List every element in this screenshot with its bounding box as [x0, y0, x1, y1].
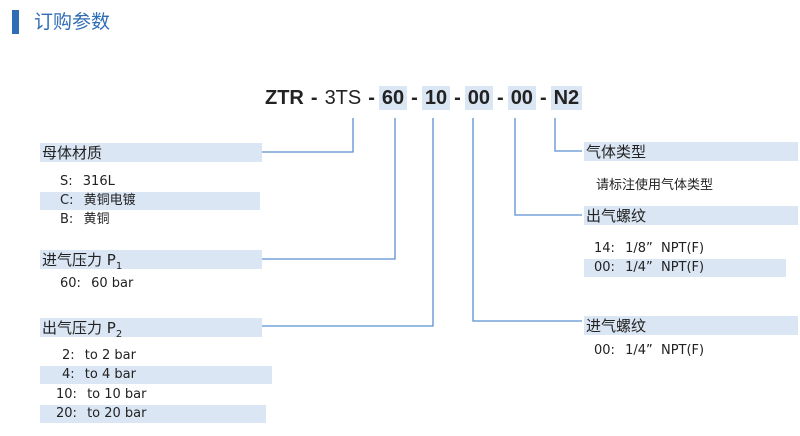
- section-header-outlet-thread: 出气螺纹: [584, 206, 798, 225]
- connector-material: [262, 118, 354, 153]
- option-row: C: 黄铜电镀: [40, 192, 260, 210]
- header-subscript: 2: [115, 329, 123, 340]
- option-code: 4:: [62, 367, 75, 382]
- connector-outlet-pressure: [262, 118, 434, 327]
- model-segment-gas-type: N2: [550, 86, 583, 110]
- header-text: 进气压力 P: [42, 251, 116, 269]
- model-prefix: ZTR: [265, 87, 304, 109]
- page-title: 订购参数: [34, 11, 111, 33]
- option-value: 1/8” NPT(F): [625, 241, 705, 256]
- section-header-inlet-thread: 进气螺纹: [584, 316, 798, 335]
- option-code: 00:: [594, 343, 615, 358]
- section-header-outlet-pressure: 出气压力 P2: [40, 318, 262, 340]
- option-row: 14: 1/8” NPT(F): [584, 240, 786, 258]
- model-segment-outlet-pressure: 10: [421, 86, 451, 110]
- connector-inlet-thread: [472, 118, 582, 322]
- option-value: to 10 bar: [87, 387, 147, 402]
- option-row: 00: 1/4” NPT(F): [584, 259, 786, 277]
- option-row: 2: to 2 bar: [40, 347, 272, 365]
- option-value: 1/4” NPT(F): [625, 260, 705, 275]
- section-header-inlet-pressure: 进气压力 P1: [40, 250, 262, 272]
- option-value: 黄铜电镀: [83, 193, 136, 208]
- model-segment-inlet-pressure: 60: [378, 86, 408, 110]
- option-code: 00:: [594, 260, 615, 275]
- model-separator: -: [368, 86, 375, 109]
- option-value: to 2 bar: [84, 348, 136, 363]
- model-code: ZTR - 3TS - 60 - 10 - 00 - 00 - N2: [265, 84, 583, 112]
- header-text: 出气压力 P: [42, 319, 116, 337]
- model-segment-series: 3TS: [324, 87, 362, 109]
- option-value: 60 bar: [91, 276, 134, 291]
- option-row: 4: to 4 bar: [40, 366, 272, 384]
- model-separator: -: [411, 86, 418, 109]
- connector-gas-type: [554, 118, 582, 152]
- option-row: S: 316L: [40, 173, 260, 191]
- model-separator: -: [454, 86, 461, 109]
- title-accent-bar: [12, 10, 19, 34]
- option-value: 黄铜: [83, 212, 110, 227]
- model-segment-inlet-thread: 00: [464, 86, 494, 110]
- option-value: to 20 bar: [87, 406, 147, 421]
- option-value: 1/4” NPT(F): [625, 343, 705, 358]
- connector-outlet-thread: [514, 118, 582, 216]
- model-separator: -: [497, 86, 504, 109]
- gas-type-note: 请标注使用气体类型: [596, 178, 714, 193]
- option-row: 60: 60 bar: [40, 275, 260, 293]
- connector-inlet-pressure: [262, 118, 396, 260]
- section-header-gas-type: 气体类型: [584, 142, 798, 161]
- model-separator: -: [539, 86, 547, 109]
- option-code: 60:: [60, 276, 81, 291]
- option-code: 10:: [56, 387, 77, 402]
- option-code: B:: [60, 212, 74, 227]
- option-code: C:: [60, 193, 74, 208]
- option-code: 20:: [56, 406, 77, 421]
- model-separator: -: [310, 86, 318, 109]
- option-row: 00: 1/4” NPT(F): [584, 342, 786, 360]
- option-code: 14:: [594, 241, 615, 256]
- option-code: S:: [60, 174, 73, 189]
- option-code: 2:: [62, 348, 75, 363]
- option-value: 316L: [82, 174, 115, 189]
- header-subscript: 1: [115, 261, 123, 272]
- model-segment-outlet-thread: 00: [507, 86, 536, 110]
- option-row: 20: to 20 bar: [40, 405, 266, 423]
- section-header-body-material: 母体材质: [40, 143, 262, 162]
- option-row: B: 黄铜: [40, 211, 260, 229]
- option-value: to 4 bar: [84, 367, 136, 382]
- option-row: 10: to 10 bar: [40, 386, 266, 404]
